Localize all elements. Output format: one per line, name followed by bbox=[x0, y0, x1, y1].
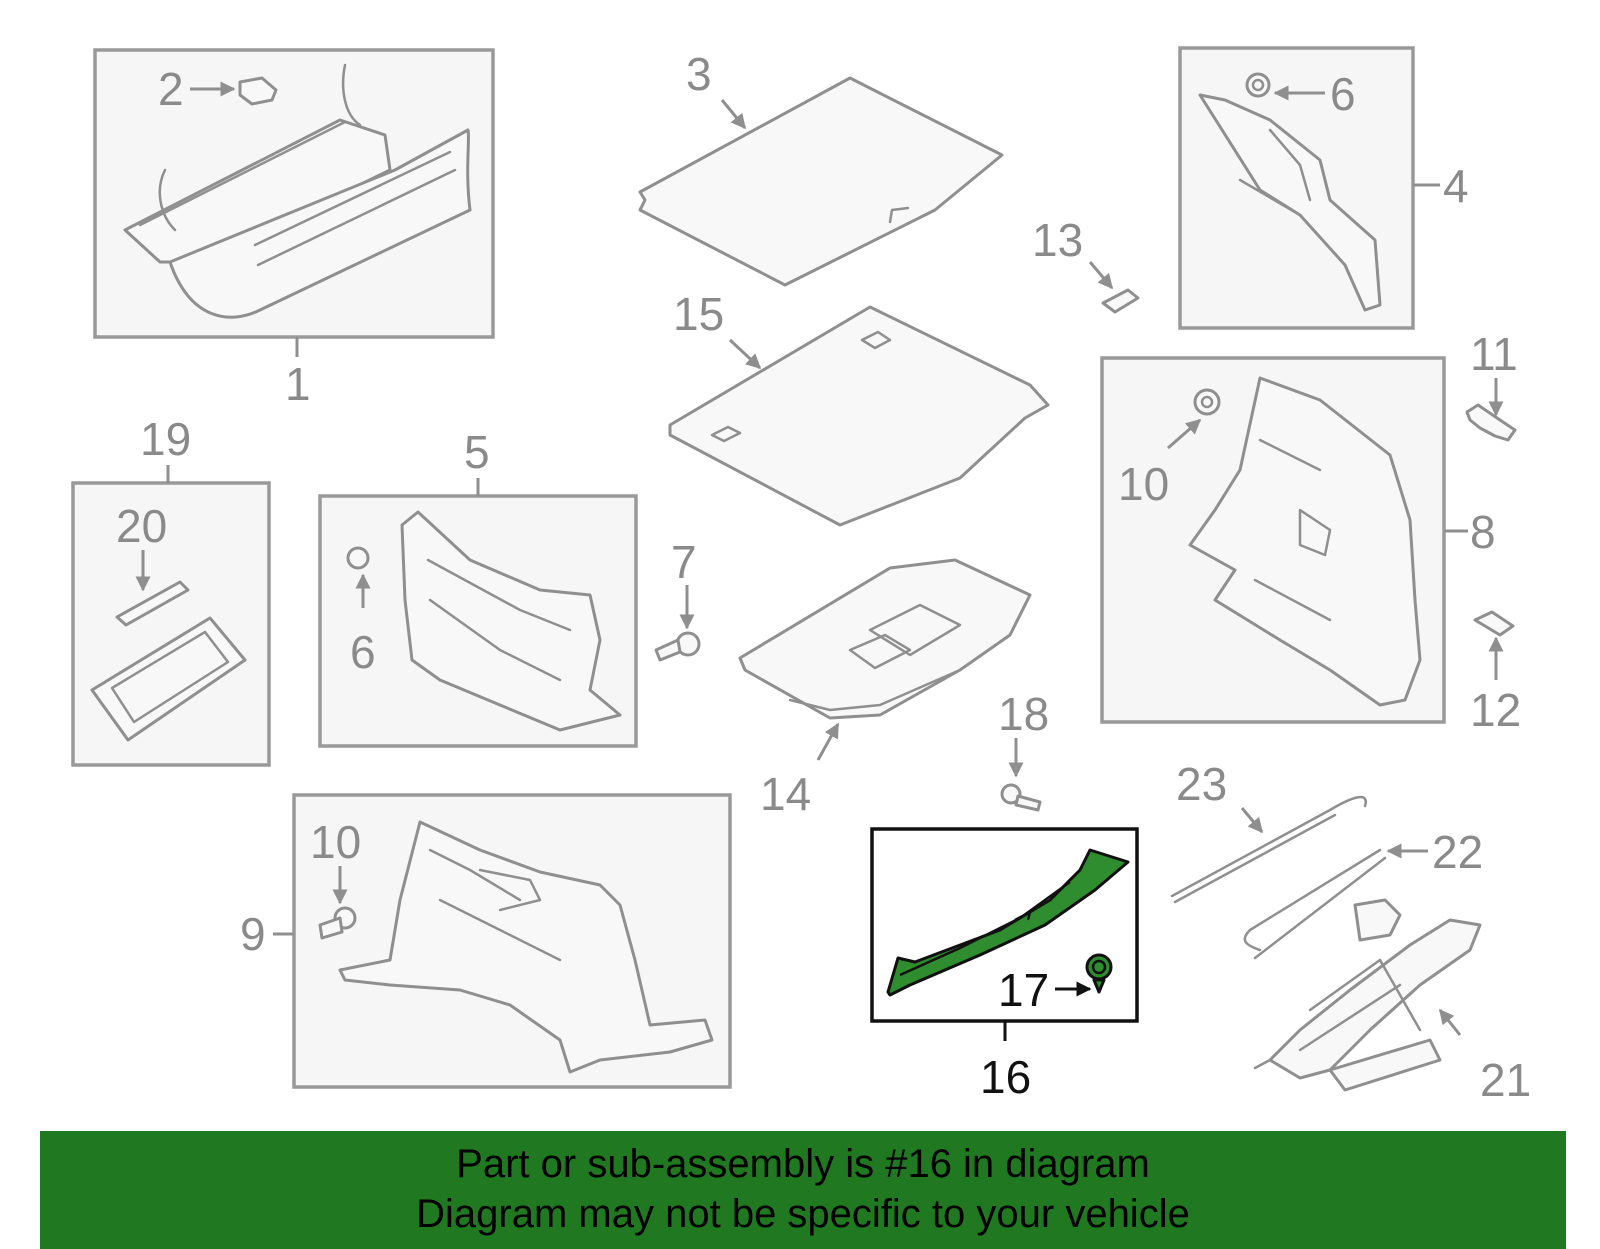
callout-15: 15 bbox=[673, 288, 724, 340]
callout-6-top: 6 bbox=[1330, 68, 1356, 120]
callout-14: 14 bbox=[760, 768, 811, 820]
part-8-right-trim: 8 10 bbox=[1100, 356, 1496, 724]
part-1-package-tray: 1 2 bbox=[93, 48, 495, 410]
part-16-highlighted-panel: 17 16 bbox=[870, 827, 1139, 1103]
callout-19: 19 bbox=[140, 413, 191, 465]
callout-8: 8 bbox=[1470, 506, 1496, 558]
callout-6-mid: 6 bbox=[350, 626, 376, 678]
callout-20: 20 bbox=[116, 500, 167, 552]
part-9-lower-trim: 9 10 bbox=[240, 793, 732, 1089]
callout-12: 12 bbox=[1470, 684, 1521, 736]
callout-3: 3 bbox=[686, 48, 712, 100]
callout-13: 13 bbox=[1032, 214, 1083, 266]
part-4-trim-panel: 6 4 bbox=[1178, 46, 1469, 330]
part-11-bracket: 11 bbox=[1465, 328, 1518, 442]
part-23-rod: 23 bbox=[1170, 758, 1367, 904]
part-13-clip: 13 bbox=[1032, 214, 1140, 314]
callout-22: 22 bbox=[1432, 826, 1483, 878]
callout-2: 2 bbox=[158, 63, 184, 115]
callout-16: 16 bbox=[980, 1051, 1031, 1103]
part-3-cover: 3 bbox=[638, 48, 1004, 287]
part-19-lamp: 19 20 bbox=[71, 413, 271, 767]
info-banner: Part or sub-assembly is #16 in diagram D… bbox=[40, 1131, 1566, 1249]
callout-5: 5 bbox=[464, 426, 490, 478]
part-12-clip: 12 bbox=[1470, 610, 1521, 736]
callout-10-right: 10 bbox=[1118, 458, 1169, 510]
callout-1: 1 bbox=[285, 358, 311, 410]
callout-9: 9 bbox=[240, 908, 266, 960]
part-21-jack: 21 bbox=[1253, 898, 1531, 1106]
callout-18: 18 bbox=[998, 688, 1049, 740]
part-7-screw: 7 bbox=[654, 536, 701, 662]
callout-11: 11 bbox=[1470, 328, 1518, 380]
part-5-side-trim: 5 6 bbox=[318, 426, 638, 748]
part-18-screw: 18 bbox=[998, 688, 1049, 812]
callout-4: 4 bbox=[1443, 160, 1469, 212]
callout-21: 21 bbox=[1480, 1054, 1531, 1106]
part-14-storage-tray: 14 bbox=[738, 558, 1032, 820]
callout-10-left: 10 bbox=[310, 816, 361, 868]
callout-7: 7 bbox=[671, 536, 697, 588]
banner-line-2: Diagram may not be specific to your vehi… bbox=[416, 1192, 1190, 1236]
callout-23: 23 bbox=[1176, 758, 1227, 810]
part-22-jack-handle: 22 bbox=[1243, 826, 1483, 960]
banner-line-1: Part or sub-assembly is #16 in diagram bbox=[456, 1142, 1150, 1186]
part-15-cover: 15 bbox=[668, 288, 1050, 527]
callout-17: 17 bbox=[998, 964, 1049, 1016]
